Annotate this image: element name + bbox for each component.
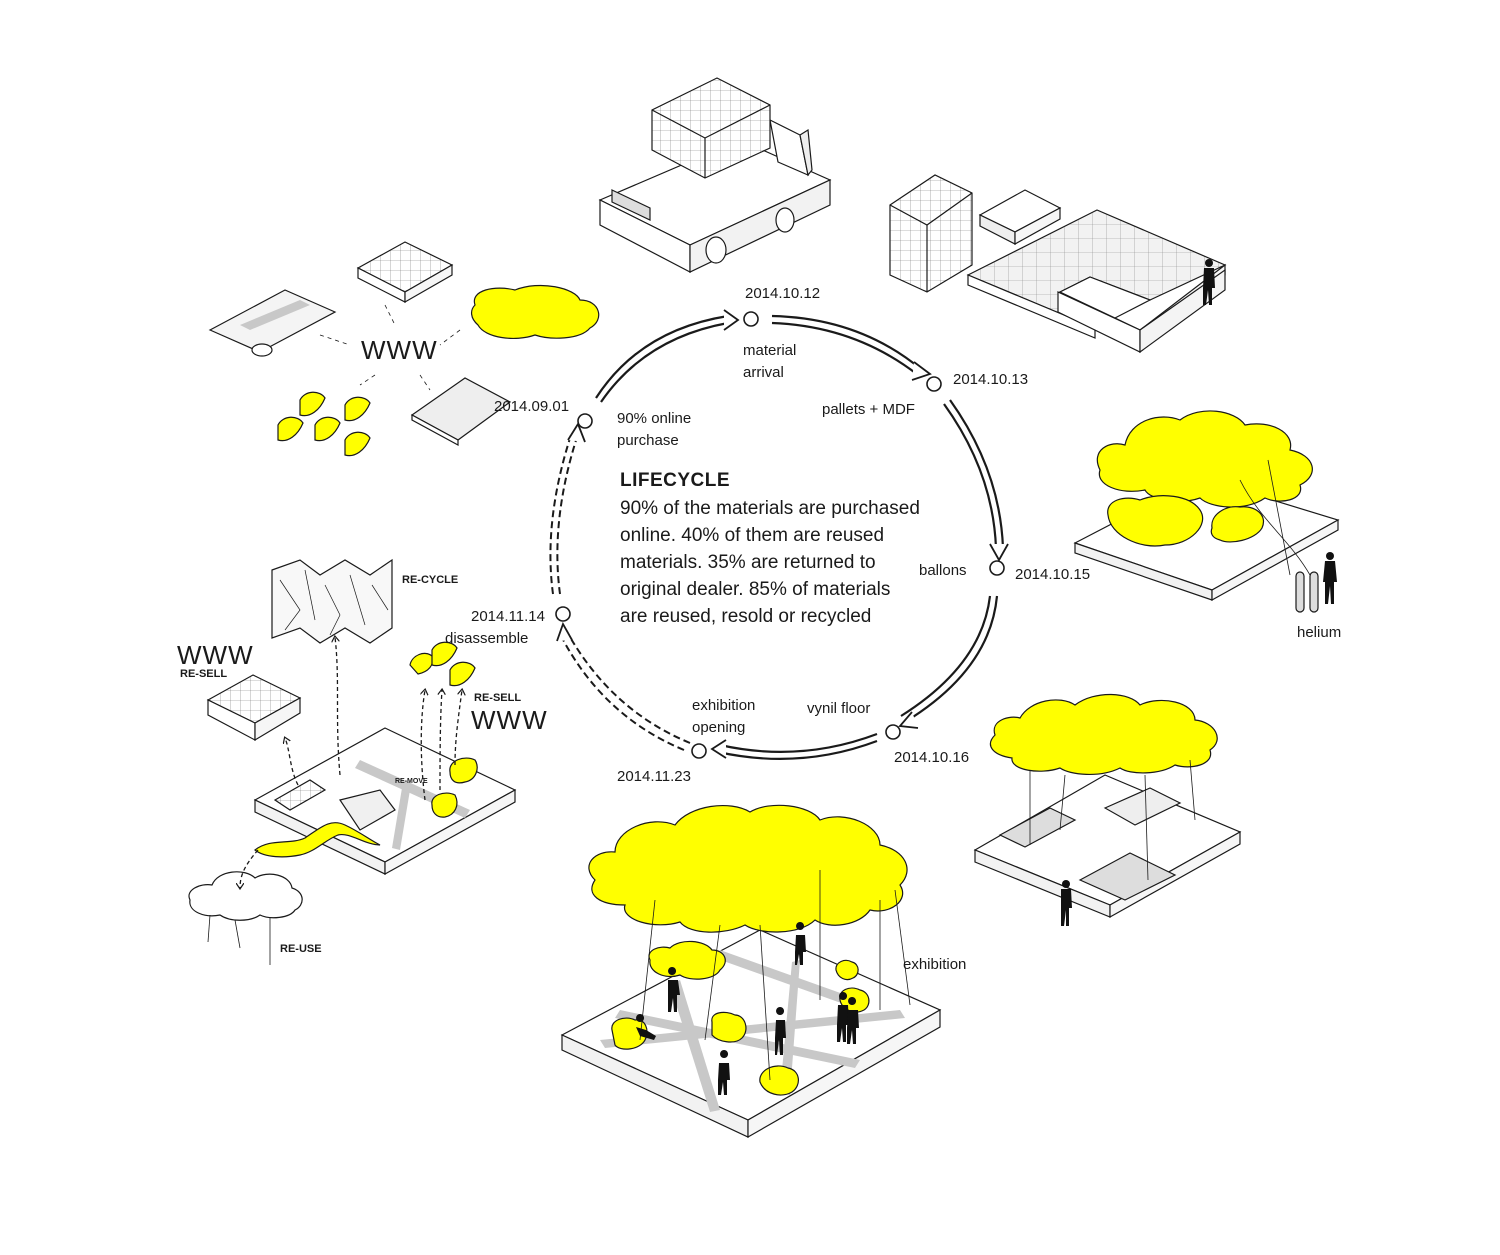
person-silhouette: [1061, 880, 1072, 926]
lifecycle-ring: [549, 309, 1009, 760]
vinyl-floor-illustration: [973, 693, 1242, 919]
ring-solid-arcs: [595, 314, 1005, 760]
stage-label: 90% online purchase: [617, 410, 692, 449]
stage-label: vynil floor: [807, 700, 871, 717]
stage-date: 2014.09.01: [494, 398, 570, 415]
node-2014-10-16: [885, 724, 901, 740]
online-purchase-illustration: [208, 241, 600, 457]
ring-nodes: [555, 311, 1005, 759]
reuse-label: RE-USE: [280, 943, 322, 955]
stage-date: 2014.10.16: [894, 749, 970, 766]
lifecycle-title: LIFECYCLE: [620, 470, 731, 491]
exhibition-label: exhibition: [903, 956, 967, 973]
stage-date: 2014.11.23: [617, 768, 691, 785]
truck-illustration: [598, 77, 832, 273]
resell-label: RE-SELL: [474, 692, 522, 704]
remove-label: RE-MOVE: [395, 778, 428, 785]
www-label: WWW: [177, 640, 254, 670]
visitors-silhouettes: [636, 922, 859, 1095]
helium-label: helium: [1297, 624, 1342, 641]
stage-label: pallets + MDF: [822, 401, 915, 418]
node-2014-11-14: [555, 606, 571, 622]
www-label: WWW: [471, 705, 548, 735]
node-2014-10-12: [743, 311, 759, 327]
stage-label: ballons: [919, 562, 967, 579]
lifecycle-description: 90% of the materials are purchased onlin…: [620, 498, 920, 627]
node-2014-10-15: [989, 560, 1005, 576]
recycle-label: RE-CYCLE: [402, 574, 459, 586]
balloons-illustration: [1073, 410, 1340, 613]
stage-date: 2014.10.13: [953, 371, 1029, 388]
exhibition-illustration: [560, 804, 942, 1139]
stage-label: disassemble: [445, 630, 529, 647]
person-silhouette: [1323, 552, 1337, 604]
stage-label: exhibition opening: [692, 697, 756, 736]
www-label: WWW: [361, 335, 438, 365]
resell-label: RE-SELL: [180, 668, 228, 680]
stage-date: 2014.10.15: [1015, 566, 1091, 583]
pallets-mdf-illustration: [889, 174, 1227, 354]
person-silhouette: [1203, 259, 1215, 305]
stage-date: 2014.10.12: [745, 285, 821, 302]
node-2014-09-01: [577, 413, 593, 429]
stage-date: 2014.11.14: [471, 608, 545, 625]
ring-dashed-arcs: [549, 431, 691, 751]
stage-label: material arrival: [743, 342, 797, 381]
node-2014-10-13: [926, 376, 942, 392]
ring-arrowheads: [556, 309, 1009, 759]
node-2014-11-23: [691, 743, 707, 759]
disassemble-illustration: [188, 558, 517, 965]
